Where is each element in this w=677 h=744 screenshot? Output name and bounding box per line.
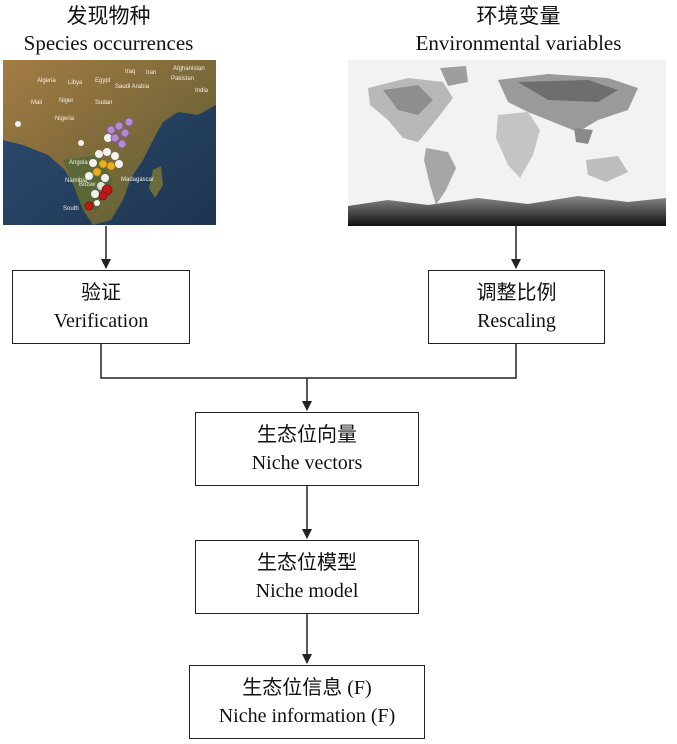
species-title-en: Species occurrences [23,31,194,55]
niche-information-label-en: Niche information (F) [218,705,396,727]
map-label: Algeria [37,78,56,84]
map-label: Nigeria [55,116,75,122]
map-label: Namibia [65,178,88,184]
niche-vectors-label-zh: 生态位向量 [257,424,357,446]
map-label: Iran [146,70,156,76]
map-label: Pakistan [171,76,194,82]
occurrence-points [15,117,134,211]
niche-vectors-box: 生态位向量 Niche vectors [195,412,419,486]
map-label: Iraq [125,69,135,75]
niche-information-box: 生态位信息 (F) Niche information (F) [189,665,425,739]
map-label: Mali [31,100,42,106]
rescaling-box: 调整比例 Rescaling [428,270,605,344]
environmental-variables-map [348,60,666,226]
species-occurrence-map: Algeria Libya Egypt Iraq Iran Afghanista… [3,60,216,225]
world-map-image [348,60,666,226]
map-label: Sudan [95,100,112,106]
map-label: Niger [59,98,73,104]
map-label: Saudi Arabia [115,84,150,90]
verification-label-en: Verification [53,310,149,332]
map-label: India [195,88,209,94]
environment-title-zh: 环境变量 [476,4,561,28]
niche-model-label-zh: 生态位模型 [257,552,357,574]
niche-model-box: 生态位模型 Niche model [195,540,419,614]
merge-line [100,344,517,379]
verification-label-zh: 验证 [81,282,121,304]
africa-map-image: Algeria Libya Egypt Iraq Iran Afghanista… [3,60,216,225]
niche-vectors-label-en: Niche vectors [251,452,363,474]
species-title-zh: 发现物种 [66,4,151,28]
verification-box: 验证 Verification [12,270,190,344]
map-label: Angola [69,160,88,166]
map-label: Afghanistan [173,66,205,72]
species-title: 发现物种 Species occurrences [0,3,217,57]
niche-model-label-en: Niche model [255,580,359,602]
rescaling-label-zh: 调整比例 [476,282,557,304]
map-label: Egypt [95,78,111,84]
niche-information-label-zh: 生态位信息 (F) [242,677,372,699]
rescaling-label-en: Rescaling [477,310,556,332]
environment-title: 环境变量 Environmental variables [380,3,657,57]
map-label: Libya [68,80,83,86]
map-label: South [63,206,79,212]
environment-title-en: Environmental variables [415,31,622,55]
map-label: Madagascar [121,177,154,183]
map-label: Botsw [79,182,96,188]
